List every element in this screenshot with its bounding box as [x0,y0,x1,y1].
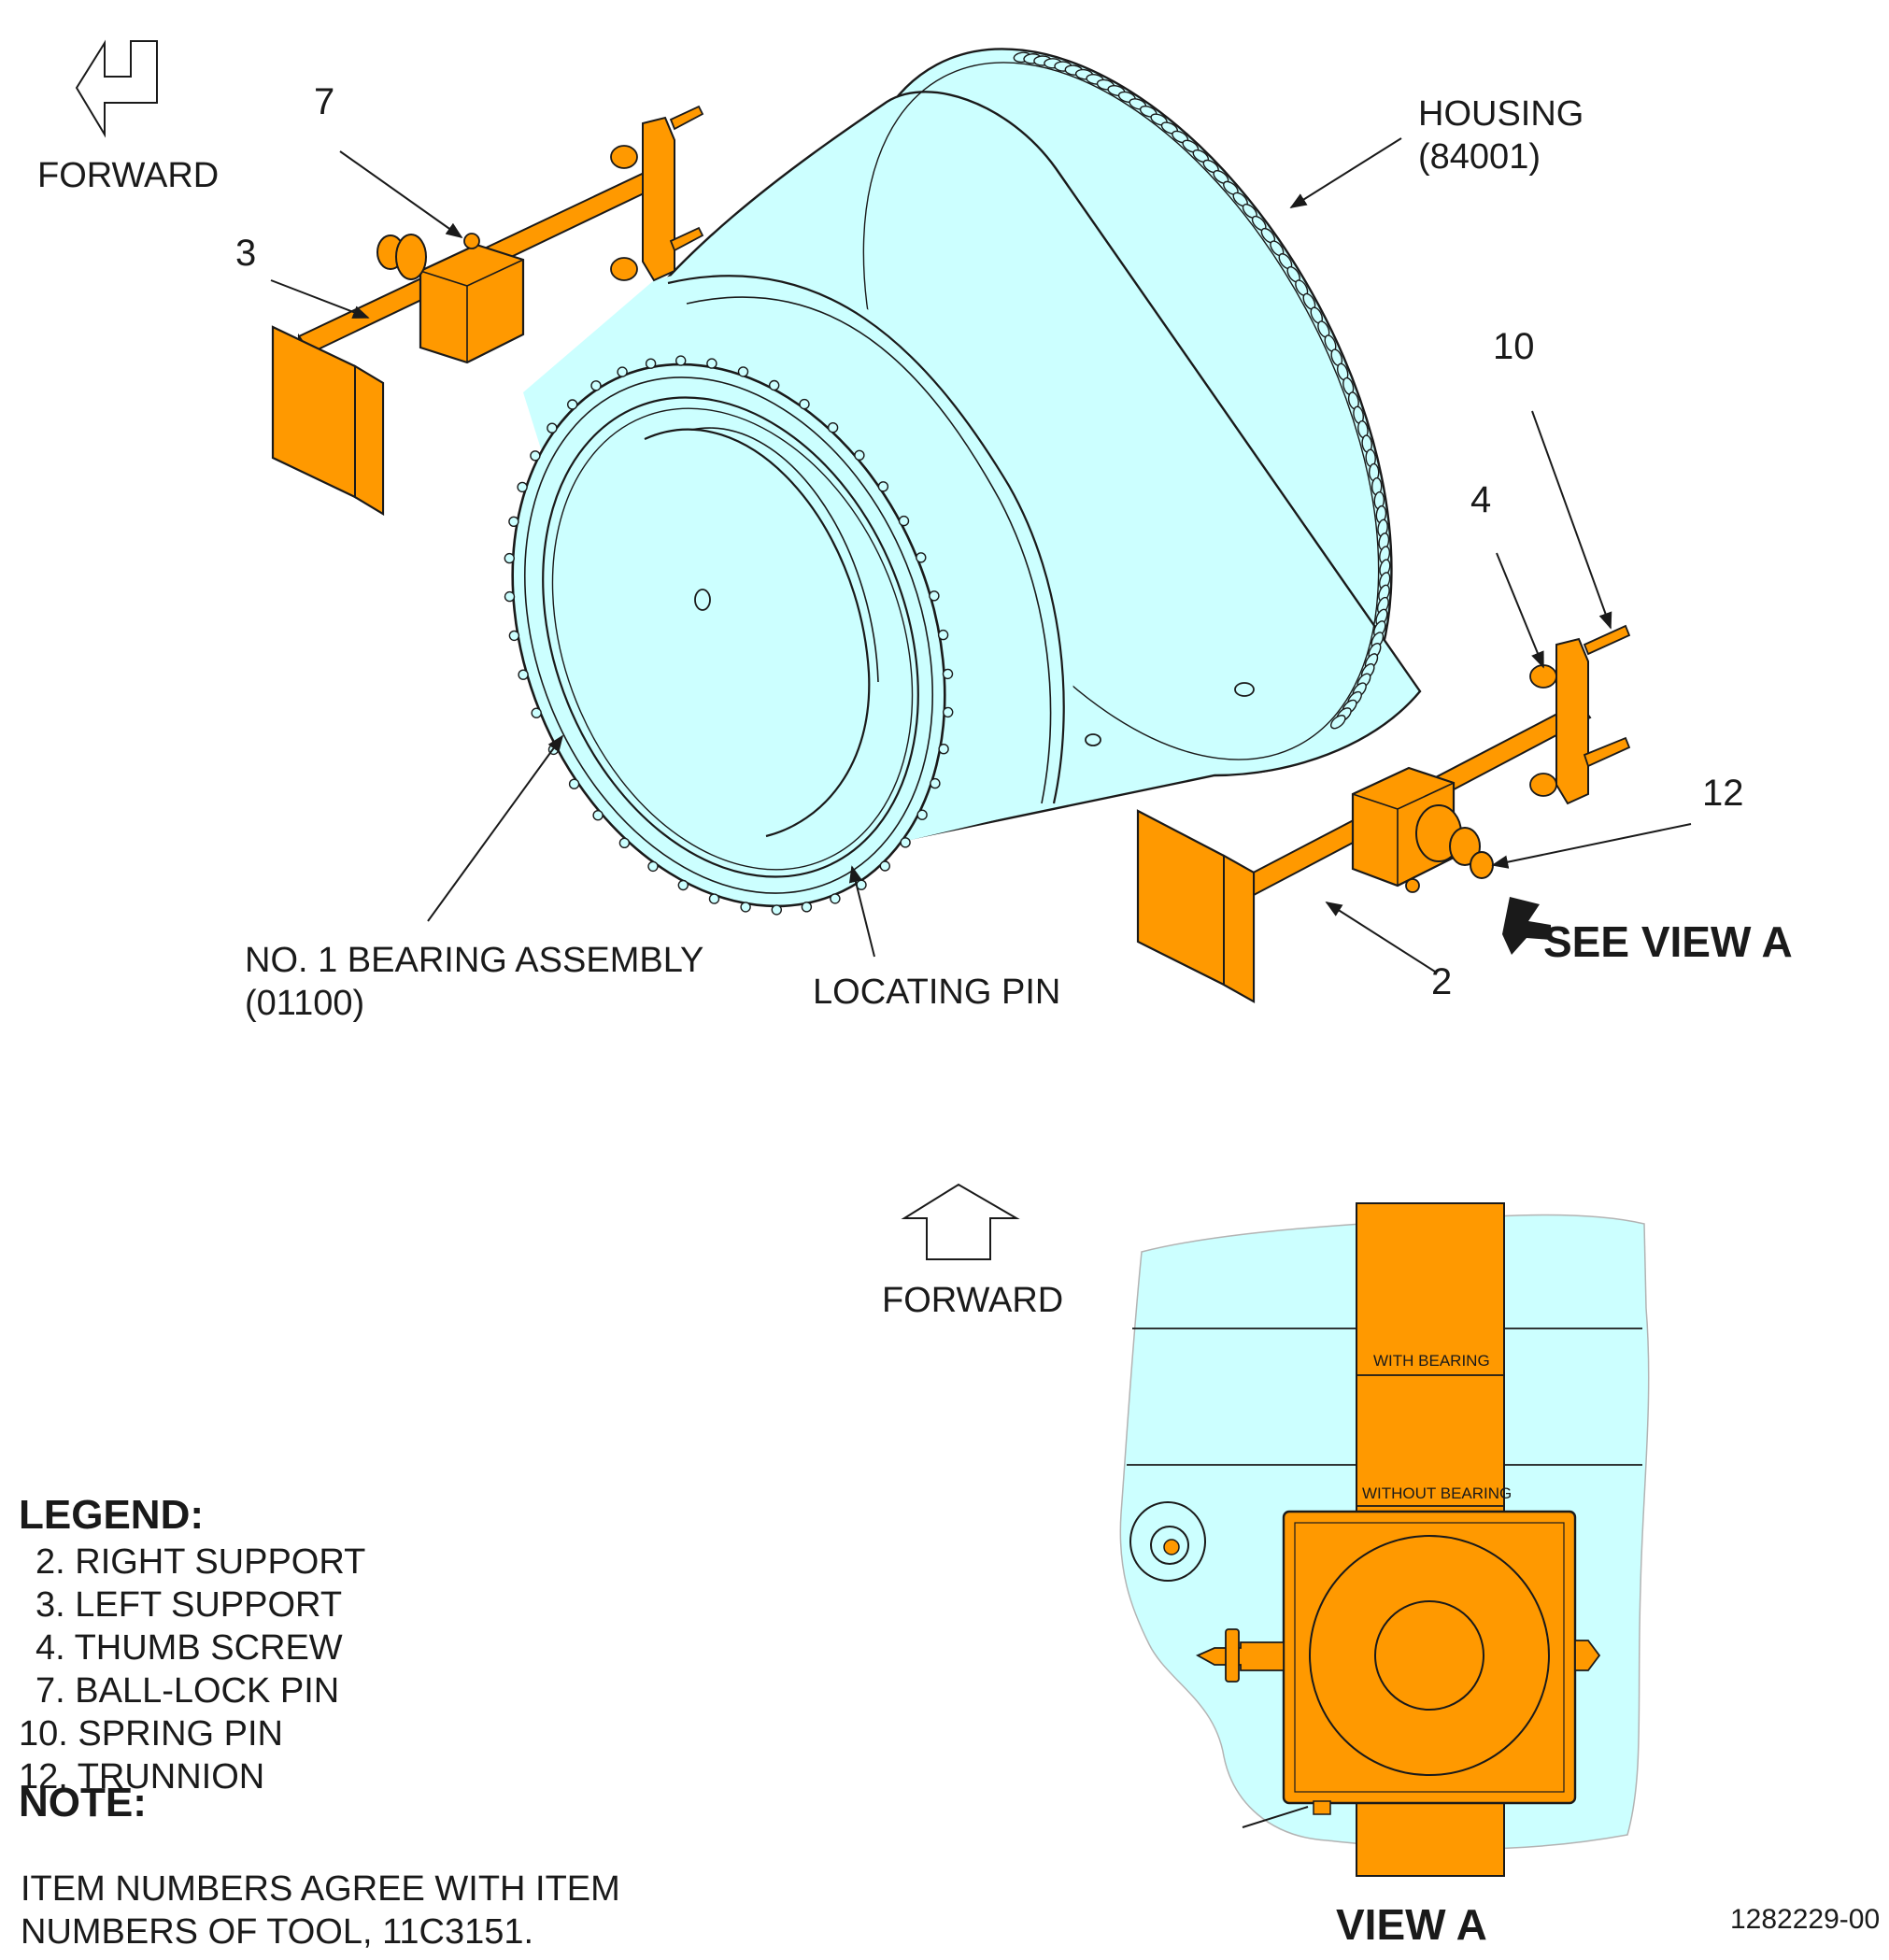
ring-tooth [879,860,890,872]
ring-tooth [530,450,541,462]
ring-tooth [592,810,604,821]
ring-tooth [617,366,628,377]
forward-up-arrow-icon [901,1183,1020,1260]
note-heading: NOTE: [19,1780,147,1825]
ring-tooth [504,552,515,564]
callout-item-10: 10 [1493,326,1535,367]
forward-label-middle: FORWARD [882,1281,1063,1320]
ring-tooth [769,379,780,391]
ring-tooth [531,707,542,718]
bearing-ring-teeth [504,355,954,916]
ring-tooth [854,449,865,461]
legend-item: 2. RIGHT SUPPORT [36,1542,365,1582]
note-line2: NUMBERS OF TOOL, 11C3151. [21,1912,533,1952]
legend-item: 12. TRUNNION [19,1757,264,1797]
ring-tooth [877,481,889,492]
ring-tooth [930,777,941,789]
ring-tooth [916,552,927,563]
callout-housing-line2: (84001) [1418,137,1541,177]
callout-bearing-line2: (01100) [245,984,364,1023]
left-support [271,105,704,516]
housing [504,48,1422,916]
view-a-with-bearing: WITH BEARING [1373,1352,1490,1370]
ring-tooth [943,706,954,718]
ring-tooth [916,809,928,820]
ring-tooth [677,879,689,891]
see-view-a-arrow-icon [1502,897,1551,955]
view-a-title: VIEW A [1336,1900,1487,1949]
ring-tooth [830,893,841,904]
ring-tooth [801,902,813,913]
ring-tooth [900,837,911,848]
leader-lines [270,137,1692,973]
ring-tooth [708,893,720,904]
rim-hole [1329,715,1346,730]
ring-tooth [937,629,949,641]
callout-item-7: 7 [314,81,334,122]
ring-tooth [799,398,810,410]
ring-tooth [508,516,519,527]
callout-item-4: 4 [1470,479,1491,520]
ring-tooth [771,904,782,916]
ring-tooth [508,630,520,642]
ring-tooth [567,399,578,410]
ring-tooth [504,590,516,603]
ring-tooth [706,358,717,369]
view-a-detail [1119,1202,1650,1877]
view-a-without-bearing: WITHOUT BEARING [1362,1484,1512,1502]
ring-tooth [740,902,751,913]
callout-bearing-line1: NO. 1 BEARING ASSEMBLY [245,941,703,980]
callout-see-view-a: SEE VIEW A [1543,917,1793,966]
callout-item-12: 12 [1702,773,1744,814]
callout-item-2: 2 [1431,961,1452,1002]
legend-item: 7. BALL-LOCK PIN [36,1671,339,1711]
ring-tooth [938,744,949,755]
figure-number: 1282229-00 [1730,1904,1880,1935]
ring-tooth [929,590,940,602]
ring-tooth [647,860,659,873]
legend-item: 4. THUMB SCREW [36,1628,343,1668]
right-support [1136,624,1631,1003]
housing-rim-holes [1013,51,1391,730]
ring-tooth [942,668,954,680]
legend-item: 3. LEFT SUPPORT [36,1585,342,1625]
legend-heading: LEGEND: [19,1492,204,1538]
ring-tooth [568,778,580,789]
legend-item: 10. SPRING PIN [19,1714,283,1754]
ring-tooth [898,515,910,527]
forward-arrow-icon [75,39,158,138]
ring-tooth [590,380,602,391]
forward-label-top: FORWARD [37,156,219,195]
ring-tooth [618,837,631,848]
callout-item-3: 3 [235,233,256,274]
ring-tooth [645,358,657,369]
callout-locating-pin: LOCATING PIN [813,973,1060,1012]
callout-housing-line1: HOUSING [1418,94,1584,134]
ring-tooth [737,366,749,377]
ring-tooth [517,481,528,493]
ring-tooth [675,355,687,366]
note-line1: ITEM NUMBERS AGREE WITH ITEM [21,1869,620,1909]
ring-tooth [518,669,529,680]
ring-tooth [547,422,558,433]
ring-tooth [827,422,839,433]
